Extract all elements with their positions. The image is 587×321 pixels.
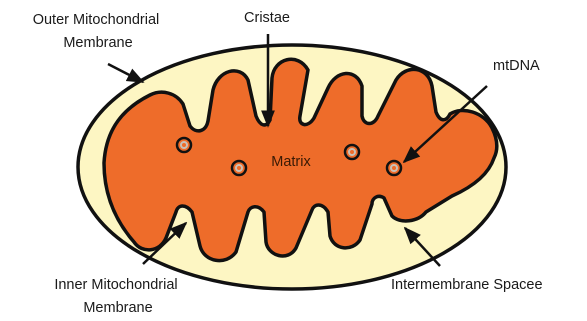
outer-membrane-label: Outer Mitochondrial Membrane xyxy=(33,12,164,51)
cristae-label: Cristae xyxy=(244,10,290,26)
outer-membrane-arrow xyxy=(108,64,143,82)
mtdna-label: mtDNA xyxy=(493,58,540,74)
intermembrane-space-label: Intermembrane Spacee xyxy=(391,277,543,293)
inner-membrane-label: Inner Mitochondrial Membrane xyxy=(54,277,181,316)
matrix-label: Matrix xyxy=(271,154,311,170)
